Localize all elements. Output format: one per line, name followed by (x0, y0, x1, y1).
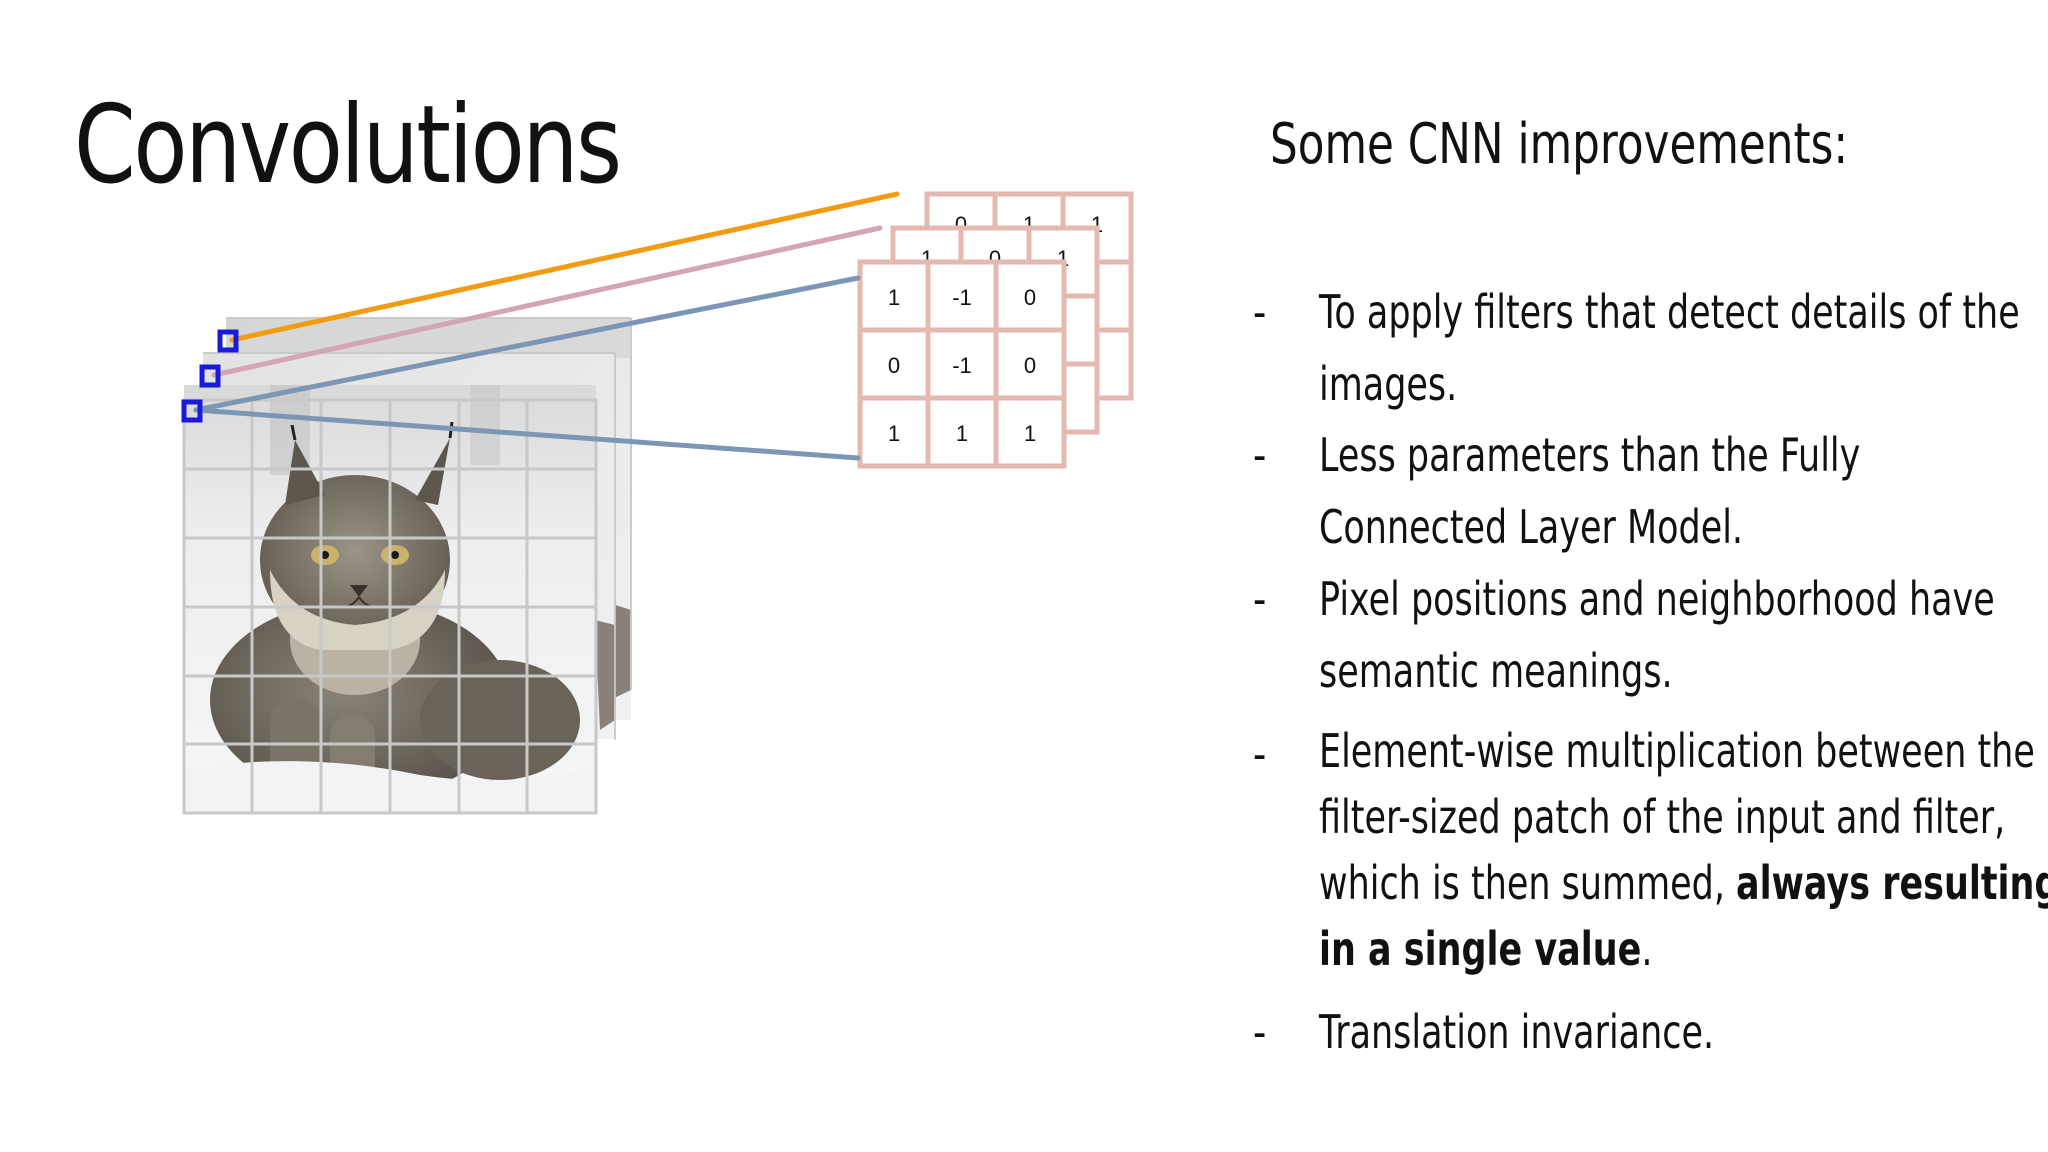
bullet-marker: - (1253, 727, 1267, 781)
slide-title: Convolutions (74, 83, 622, 208)
connector-orange (229, 191, 900, 343)
filter-front-cell: 0 (888, 353, 900, 378)
bullet-line: filter-sized patch of the input and filt… (1319, 790, 2006, 844)
bullet-marker: - (1253, 1005, 1267, 1059)
patch-marker-front (181, 399, 203, 423)
bullet-line: which is then summed, always resulting (1319, 850, 2048, 916)
bullet-text: To apply filters that detect details of … (1319, 276, 2048, 420)
filter-front-cell: -1 (952, 353, 972, 378)
bullet-line: in a single value. (1319, 916, 2048, 982)
patch-marker-back (217, 329, 239, 353)
bullet-text-bold: always resulting (1736, 856, 2048, 910)
bullet-line: Element-wise multiplication between the (1319, 724, 2035, 778)
convolution-diagram: 0 1 1 1 0 1 1 -1 0 0 -1 0 (181, 191, 1134, 815)
filter-front-cell: 1 (1024, 421, 1036, 446)
filter-front-cell: 1 (956, 421, 968, 446)
bullet-marker: - (1253, 285, 1267, 339)
patch-markers (181, 329, 239, 423)
bullet-text: Pixel positions and neighborhood have se… (1319, 563, 2048, 707)
bullet-text: Translation invariance. (1319, 996, 2048, 1068)
bullet-line: To apply filters that detect details of … (1319, 285, 2020, 339)
connector-lines (193, 191, 900, 461)
bullet-line: Less parameters than the Fully (1319, 428, 1861, 482)
filter-front-cell: 0 (1024, 353, 1036, 378)
back-layer-grid (203, 317, 632, 740)
connector-blue-bottom (193, 407, 861, 461)
bullet-line: Pixel positions and neighborhood have (1319, 572, 1995, 626)
bullet-text-normal: . (1641, 922, 1653, 976)
bullet-line: Translation invariance. (1319, 1005, 1715, 1059)
bullet-text: Element-wise multiplication between the … (1319, 718, 2048, 982)
patch-marker-middle (199, 364, 221, 388)
bullet-text-bold: in a single value (1319, 922, 1642, 976)
bullet-line: images. (1319, 357, 1458, 411)
connector-pink (211, 225, 883, 378)
filter-front-cell: 0 (1024, 285, 1036, 310)
bullet-text-normal: which is then summed, (1319, 856, 1737, 910)
filter-front-cell: 1 (888, 285, 900, 310)
bullet-marker: - (1253, 428, 1267, 482)
connector-blue-top (193, 275, 861, 413)
bullet-line: Connected Layer Model. (1319, 500, 1744, 554)
bullet-marker: - (1253, 572, 1267, 626)
image-grid (182, 398, 598, 815)
filter-front-cell: -1 (952, 285, 972, 310)
improvements-heading: Some CNN improvements: (1270, 112, 1849, 177)
bullet-line: semantic meanings. (1319, 644, 1673, 698)
filter-front: 1 -1 0 0 -1 0 1 1 1 (857, 259, 1067, 469)
filter-front-cell: 1 (888, 421, 900, 446)
bullet-text: Less parameters than the Fully Connected… (1319, 419, 2048, 563)
